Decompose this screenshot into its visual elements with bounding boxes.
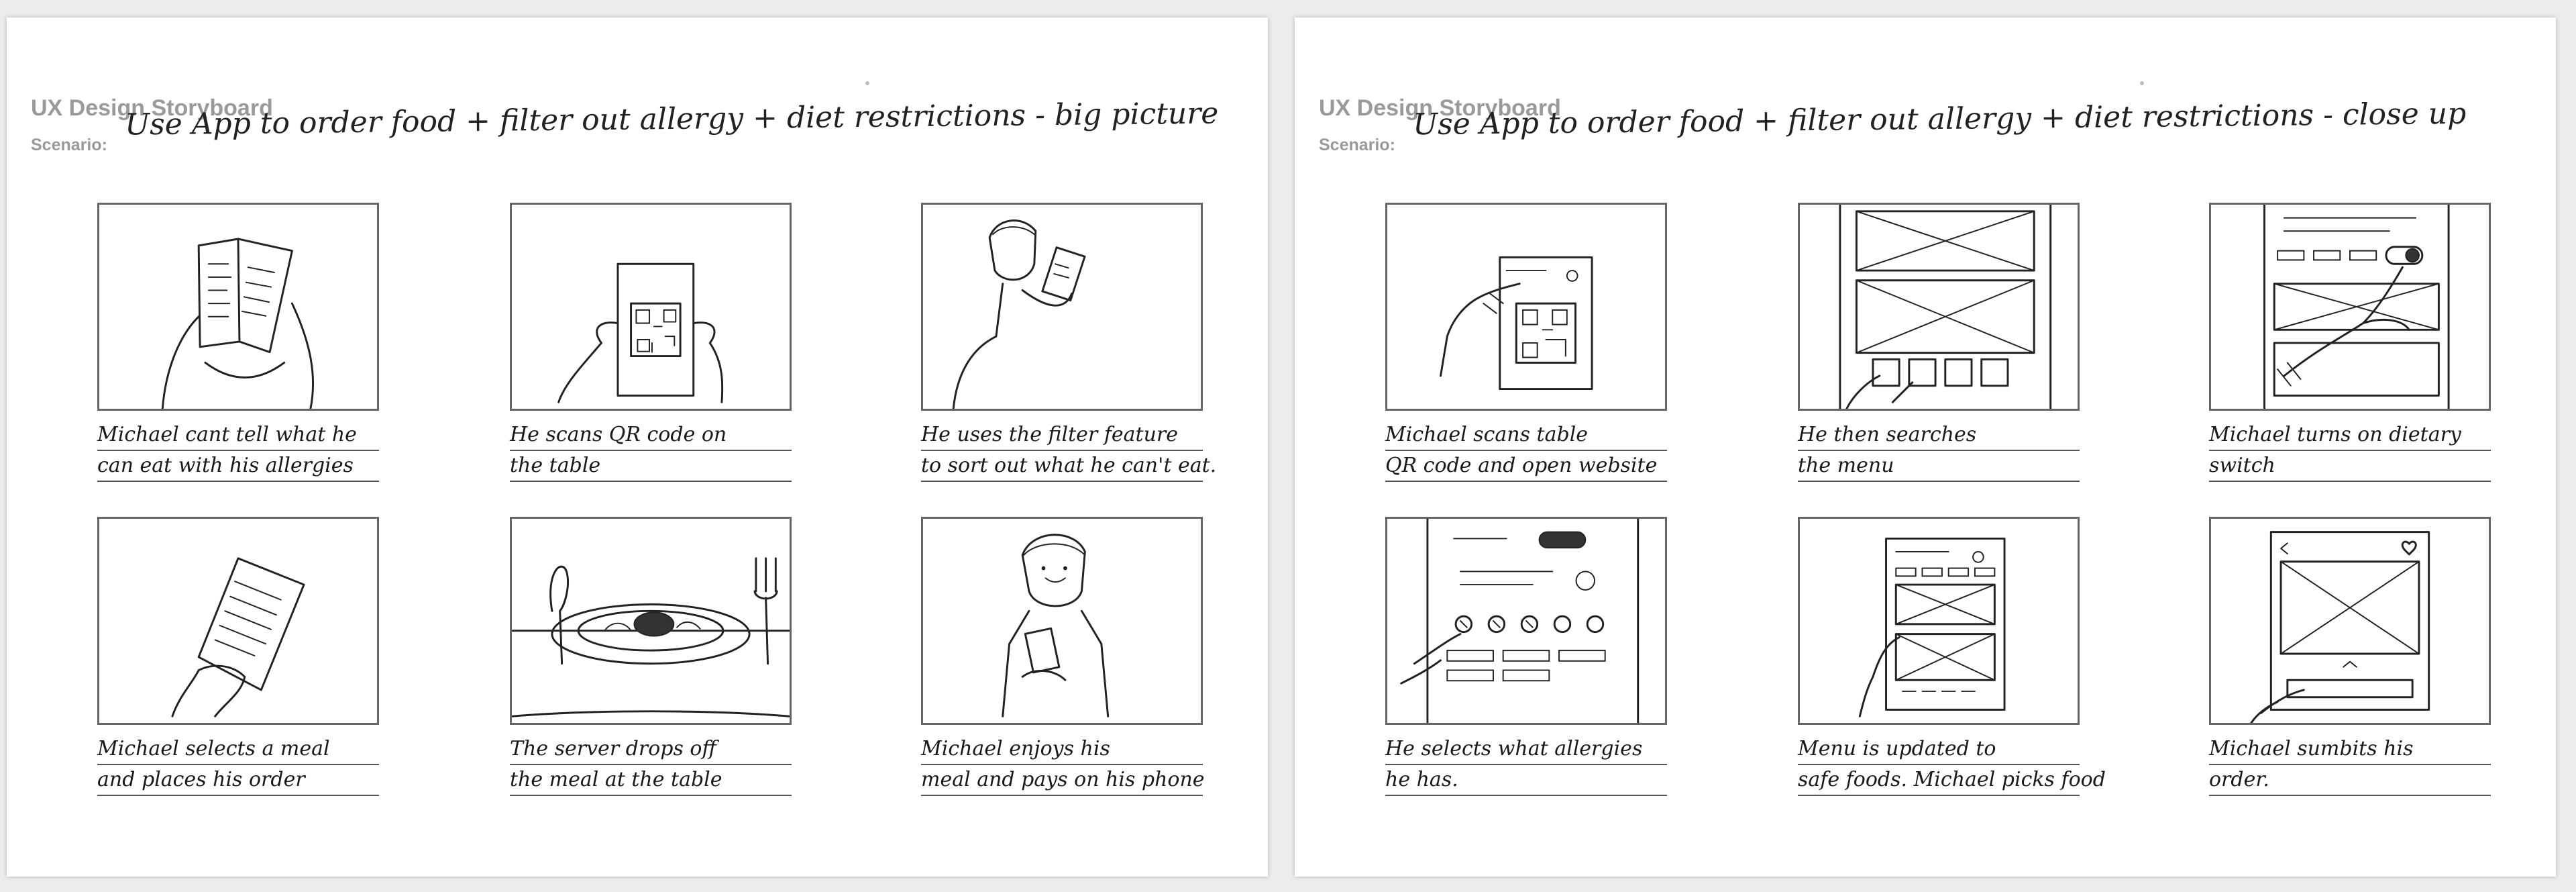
scenario-text: Use App to order food + filter out aller… <box>124 96 1219 142</box>
caption-line-2: and places his order <box>97 765 379 796</box>
caption-line-1: He uses the filter feature <box>921 420 1203 451</box>
storyboard-sheet-close-up: UX Design Storyboard Scenario: Use App t… <box>1295 17 2556 877</box>
sketch-menu-wireframe <box>1798 203 2080 411</box>
caption-line-1: Michael scans table <box>1385 420 1667 451</box>
caption-line-1: Michael cant tell what he <box>97 420 379 451</box>
storyboard-panel: Michael turns on dietary switch <box>2209 203 2491 482</box>
caption-line-2: can eat with his allergies <box>97 451 379 482</box>
sketch-smiling-man-phone <box>921 517 1203 725</box>
caption-line-1: Michael sumbits his <box>2209 734 2491 765</box>
caption-line-2: switch <box>2209 451 2491 482</box>
storyboard-panel: Menu is updated to safe foods. Michael p… <box>1798 517 2106 796</box>
storyboard-panel: He uses the filter feature to sort out w… <box>921 203 1216 482</box>
caption-line-2: to sort out what he can't eat. <box>921 451 1216 482</box>
scenario-label: Scenario: <box>31 136 107 154</box>
storyboard-panel: Michael selects a meal and places his or… <box>97 517 379 796</box>
scenario-label: Scenario: <box>1319 136 1395 154</box>
caption-line-1: Michael turns on dietary <box>2209 420 2491 451</box>
caption-line-1: The server drops off <box>510 734 792 765</box>
storyboard-panel: Michael cant tell what he can eat with h… <box>97 203 379 482</box>
caption-line-2: order. <box>2209 765 2491 796</box>
scenario-text: Use App to order food + filter out aller… <box>1412 96 2467 142</box>
sketch-updated-menu <box>1798 517 2080 725</box>
storyboard-panel: He selects what allergies he has. <box>1385 517 1667 796</box>
caption-line-2: the meal at the table <box>510 765 792 796</box>
storyboard-panel: He then searches the menu <box>1798 203 2080 482</box>
sketch-submit-order <box>2209 517 2491 725</box>
storyboard-sheet-big-picture: UX Design Storyboard Scenario: Use App t… <box>7 17 1268 877</box>
sheet-title: UX Design Storyboard <box>31 95 273 121</box>
sketch-man-with-phone <box>921 203 1203 411</box>
sketch-phone-qr-closeup <box>1385 203 1667 411</box>
sketch-hands-holding-qr-card <box>510 203 792 411</box>
caption-line-2: safe foods. Michael picks food <box>1798 765 2106 796</box>
sketch-allergy-options <box>1385 517 1667 725</box>
caption-line-1: Menu is updated to <box>1798 734 2080 765</box>
storyboard-panel: Michael sumbits his order. <box>2209 517 2491 796</box>
storyboard-panel: The server drops off the meal at the tab… <box>510 517 792 796</box>
storyboard-panel: Michael scans table QR code and open web… <box>1385 203 1667 482</box>
caption-line-1: He selects what allergies <box>1385 734 1667 765</box>
caption-line-2: QR code and open website <box>1385 451 1667 482</box>
sketch-man-reading-menu <box>97 203 379 411</box>
sketch-hand-tapping-phone <box>97 517 379 725</box>
storyboard-panel: Michael enjoys his meal and pays on his … <box>921 517 1205 796</box>
sketch-meal-on-table <box>510 517 792 725</box>
caption-line-2: the menu <box>1798 451 2080 482</box>
caption-line-2: the table <box>510 451 792 482</box>
caption-line-1: He scans QR code on <box>510 420 792 451</box>
caption-line-1: Michael selects a meal <box>97 734 379 765</box>
caption-line-2: meal and pays on his phone <box>921 765 1205 796</box>
caption-line-2: he has. <box>1385 765 1667 796</box>
caption-line-1: Michael enjoys his <box>921 734 1203 765</box>
storyboard-panel: He scans QR code on the table <box>510 203 792 482</box>
caption-line-1: He then searches <box>1798 420 2080 451</box>
sheet-title: UX Design Storyboard <box>1319 95 1561 121</box>
sketch-toggle-switch-closeup <box>2209 203 2491 411</box>
